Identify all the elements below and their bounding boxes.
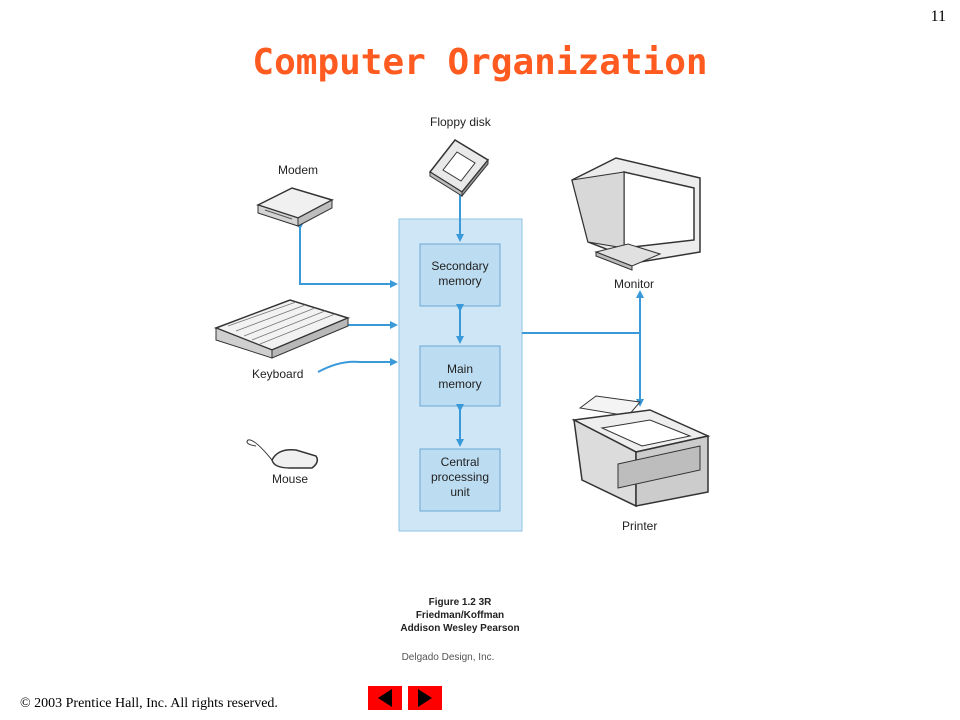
right-triangle-icon [418, 689, 432, 707]
main-memory-box: Main memory [419, 345, 501, 407]
figure-caption-line-3: Addison Wesley Pearson [400, 623, 519, 634]
secondary-memory-label-1: Secondary [431, 259, 488, 273]
next-slide-button[interactable] [408, 686, 442, 710]
main-memory-label-2: memory [438, 377, 481, 391]
figure-caption-line-2: Friedman/Koffman [416, 610, 504, 621]
copyright-footer: © 2003 Prentice Hall, Inc. All rights re… [20, 696, 278, 711]
printer-label: Printer [622, 519, 657, 533]
secondary-memory-label-2: memory [438, 274, 481, 288]
figure-credit: Delgado Design, Inc. [402, 652, 495, 663]
cpu-label-1: Central [441, 455, 480, 469]
mouse-icon [246, 439, 319, 469]
modem-label: Modem [278, 163, 318, 177]
connection-arrows [296, 189, 644, 447]
monitor-icon [571, 157, 701, 271]
mouse-arrow [317, 358, 398, 373]
left-triangle-icon [378, 689, 392, 707]
monitor-label: Monitor [614, 277, 654, 291]
floppy-disk-icon [428, 139, 490, 198]
slide-title: Computer Organization [252, 42, 708, 83]
modem-arrow [296, 222, 398, 288]
previous-slide-button[interactable] [368, 686, 402, 710]
secondary-memory-box: Secondary memory [419, 243, 501, 307]
main-memory-label-1: Main [447, 362, 473, 376]
figure-caption-line-1: Figure 1.2 3R [429, 597, 493, 608]
printer-icon [571, 395, 711, 508]
keyboard-label: Keyboard [252, 367, 303, 381]
cpu-box: Central processing unit [419, 448, 501, 512]
floppy-label: Floppy disk [430, 115, 492, 129]
mouse-label: Mouse [272, 472, 308, 486]
keyboard-icon [213, 299, 351, 359]
page-number: 11 [930, 8, 946, 25]
modem-icon [256, 187, 334, 227]
cpu-label-3: unit [450, 485, 470, 499]
cpu-label-2: processing [431, 470, 489, 484]
